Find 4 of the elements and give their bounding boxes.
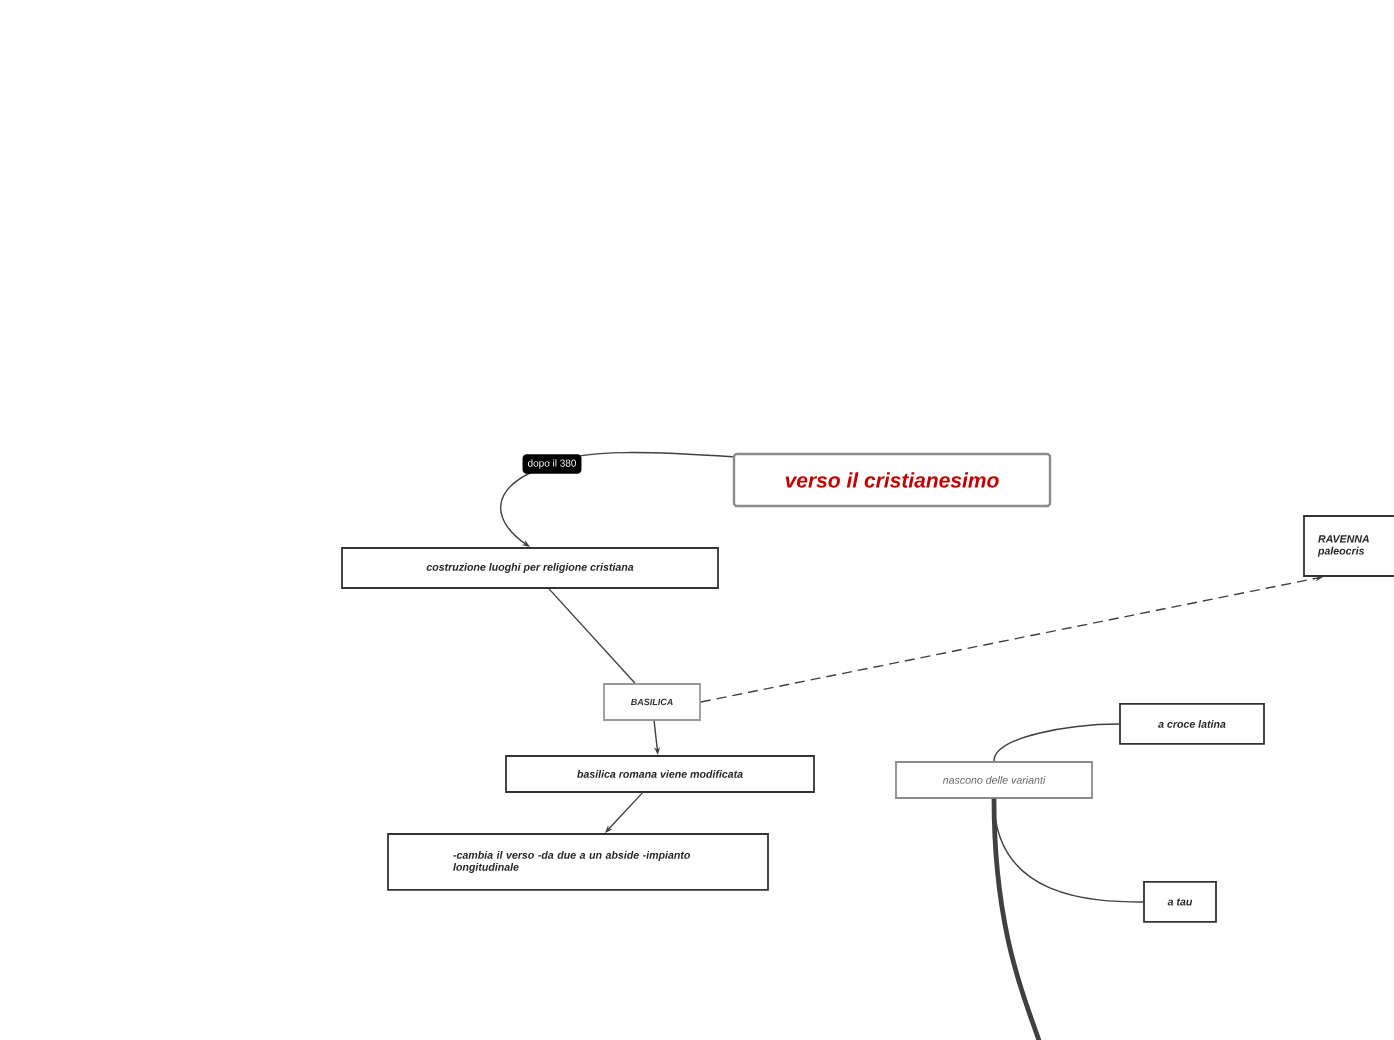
connector: [548, 588, 636, 684]
connector: [991, 798, 1043, 1040]
connector: [993, 723, 1120, 762]
title-box: verso il cristianesimo: [732, 452, 1052, 508]
